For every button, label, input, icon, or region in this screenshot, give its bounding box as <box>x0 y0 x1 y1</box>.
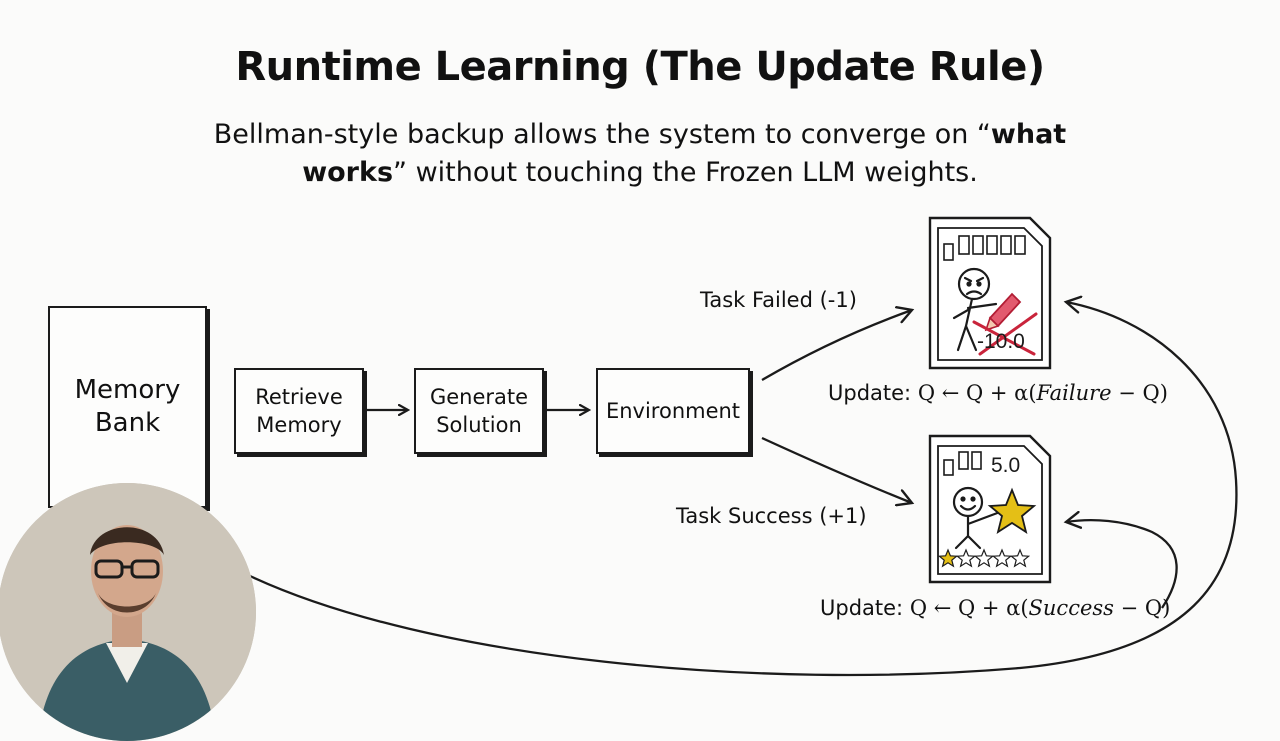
success-update-prefix: Update: <box>820 596 910 620</box>
environment-label: Environment <box>605 399 741 423</box>
subtitle-text-2: ” without touching the Frozen LLM weight… <box>393 157 978 188</box>
feedback-loop-inner <box>1066 520 1178 609</box>
rating-stars-icon <box>937 548 1031 568</box>
failure-formula-start: Q ← Q + α( <box>917 381 1037 405</box>
feedback-loop-outer <box>249 302 1238 677</box>
generate-solution-box: Generate Solution <box>414 368 544 454</box>
card-contacts-icon <box>943 235 1026 261</box>
presenter-illustration <box>0 483 256 741</box>
memory-bank-box: Memory Bank <box>48 306 207 508</box>
failure-memory-card: -10.0 <box>928 216 1052 370</box>
connector-layer <box>249 0 1238 677</box>
gold-star-icon <box>987 487 1037 534</box>
presenter-video-avatar <box>0 483 256 741</box>
failure-update-prefix: Update: <box>828 381 918 405</box>
failure-update-formula: Update: Q ← Q + α(Failure − Q) <box>828 381 1168 405</box>
retrieve-memory-label: Retrieve Memory <box>255 385 343 437</box>
failure-score: -10.0 <box>977 330 1025 353</box>
arrow-to-success <box>761 436 912 503</box>
retrieve-memory-box: Retrieve Memory <box>234 368 364 454</box>
failure-term: Failure <box>1036 381 1112 405</box>
task-success-label: Task Success (+1) <box>676 504 867 528</box>
environment-box: Environment <box>596 368 750 454</box>
generate-solution-label: Generate Solution <box>429 385 529 437</box>
angry-stick-figure-icon <box>952 267 998 352</box>
slide-title: Runtime Learning (The Update Rule) <box>235 44 1045 90</box>
task-failed-label: Task Failed (-1) <box>700 288 857 312</box>
slide-subtitle: Bellman-style backup allows the system t… <box>160 116 1120 192</box>
success-memory-card: 5.0 <box>928 434 1052 584</box>
arrow-to-failure <box>761 310 912 381</box>
memory-bank-label: Memory Bank <box>74 375 181 438</box>
subtitle-bold: what works <box>302 119 1067 188</box>
success-term: Success <box>1028 596 1114 620</box>
red-pencil-icon <box>972 292 1038 356</box>
happy-stick-figure-icon <box>952 486 1002 550</box>
card-contacts-icon-2 <box>943 451 982 476</box>
success-score: 5.0 <box>991 454 1020 477</box>
success-formula-start: Q ← Q + α( <box>909 596 1029 620</box>
failure-formula-end: − Q) <box>1111 381 1168 405</box>
success-update-formula: Update: Q ← Q + α(Success − Q) <box>820 596 1170 620</box>
subtitle-text-1: Bellman-style backup allows the system t… <box>213 119 991 150</box>
success-formula-end: − Q) <box>1113 596 1171 620</box>
